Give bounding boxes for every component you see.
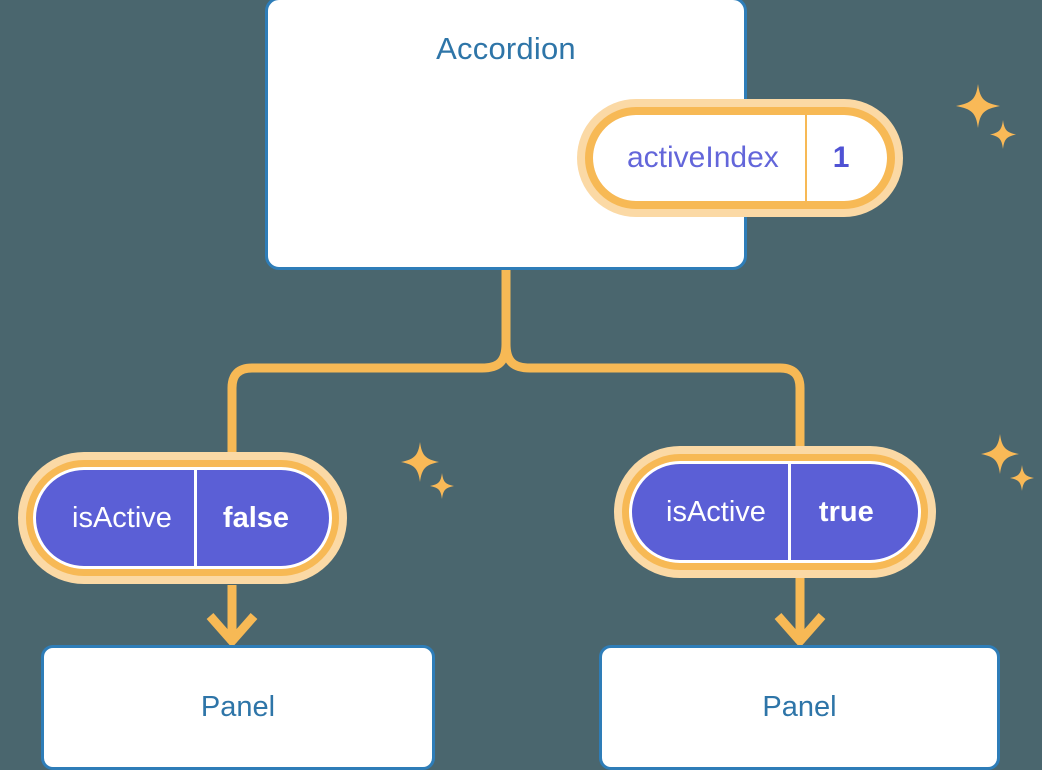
pill-ring-outer: isActive true [614,446,936,578]
state-key-label: isActive [666,495,766,528]
pill-ring-inner: isActive false [26,460,340,576]
pill-ring-inner: isActive true [622,454,928,570]
pill-body: activeIndex 1 [593,115,888,201]
state-key-label: isActive [72,501,172,534]
state-pill-is-active-false[interactable]: isActive false [18,452,348,584]
pill-body: isActive false [33,467,333,569]
panel-box-left[interactable]: Panel [41,645,435,770]
state-pill-is-active-true[interactable]: isActive true [614,446,936,578]
panel-title: Panel [200,691,276,723]
state-pill-active-index[interactable]: activeIndex 1 [577,99,904,217]
pill-ring-outer: isActive false [18,452,348,584]
pill-ring-outer: activeIndex 1 [577,99,904,217]
state-value-label: 1 [804,115,888,201]
connector-branch-right [501,343,805,446]
pill-body: isActive true [629,461,921,563]
arrow-down-icon-left [206,613,258,648]
connector-branch-left [227,343,511,452]
panel-box-right[interactable]: Panel [599,645,1000,770]
state-key-label: activeIndex [627,141,779,174]
arrow-down-icon-right [774,613,826,648]
panel-title: Panel [762,691,837,723]
pill-ring-inner: activeIndex 1 [585,107,896,209]
state-value-label: false [193,470,329,566]
page-title: Accordion [436,31,576,66]
accordion-component-card[interactable]: Accordion activeIndex 1 [265,0,1016,270]
state-value-label: true [787,464,918,560]
